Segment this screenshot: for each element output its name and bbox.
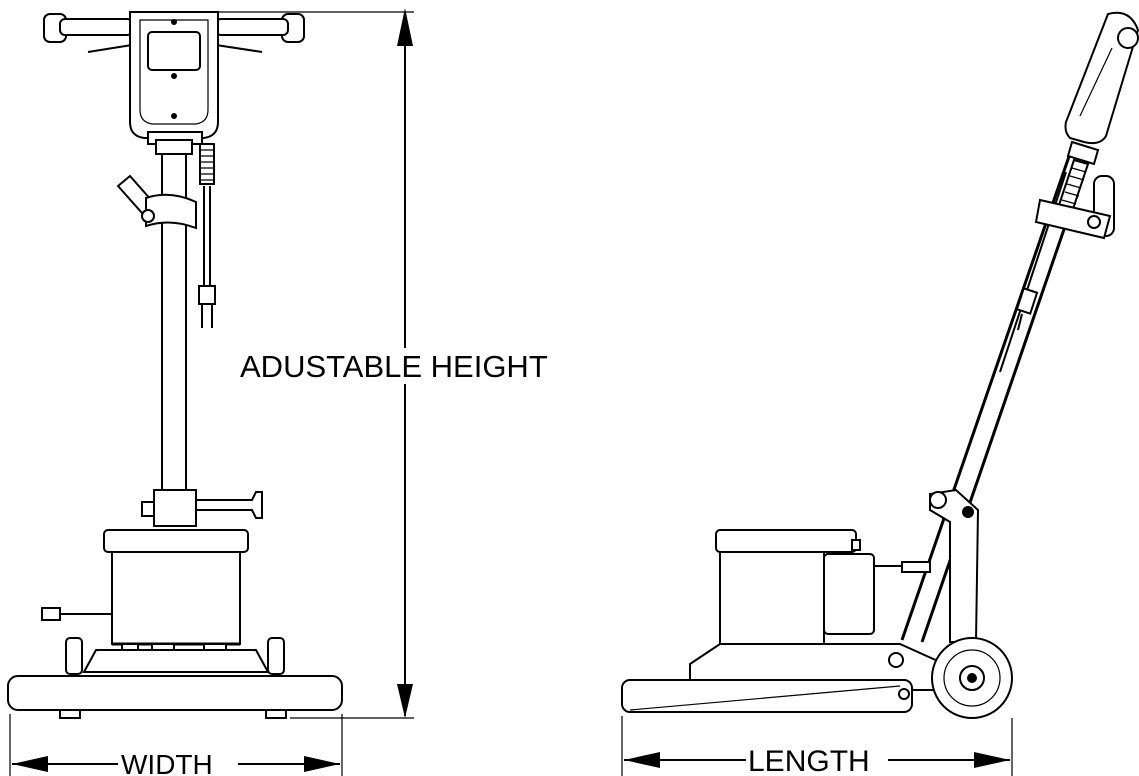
- height-arrow-bottom: [397, 684, 413, 718]
- front-lower-bracket: [141, 489, 263, 527]
- side-control-head: [1064, 11, 1139, 166]
- side-plug: [1015, 287, 1039, 331]
- width-arrow-left: [12, 756, 48, 772]
- front-right-grip: [215, 13, 305, 53]
- front-control-head: [129, 11, 219, 145]
- side-grip: [1034, 175, 1115, 240]
- width-arrow-right: [304, 756, 340, 772]
- length-arrow-right: [974, 752, 1010, 768]
- side-view: [621, 11, 1139, 719]
- height-arrow-top: [397, 8, 413, 46]
- front-base: [7, 649, 343, 719]
- height-label: ADUSTABLE HEIGHT: [240, 349, 548, 384]
- length-arrow-left: [624, 752, 660, 768]
- side-pivot: [929, 488, 980, 643]
- front-motor: [103, 529, 249, 655]
- side-wheel: [931, 637, 1013, 719]
- front-view: [7, 11, 343, 719]
- side-base: [621, 643, 941, 713]
- front-side-lever: [41, 607, 112, 621]
- length-label: LENGTH: [748, 745, 870, 776]
- front-left-grip: [43, 13, 133, 53]
- front-wheels: [65, 637, 285, 675]
- side-motor: [715, 529, 931, 645]
- width-label: WIDTH: [121, 749, 213, 776]
- front-cord: [198, 143, 216, 328]
- front-adjust-lever: [116, 174, 197, 230]
